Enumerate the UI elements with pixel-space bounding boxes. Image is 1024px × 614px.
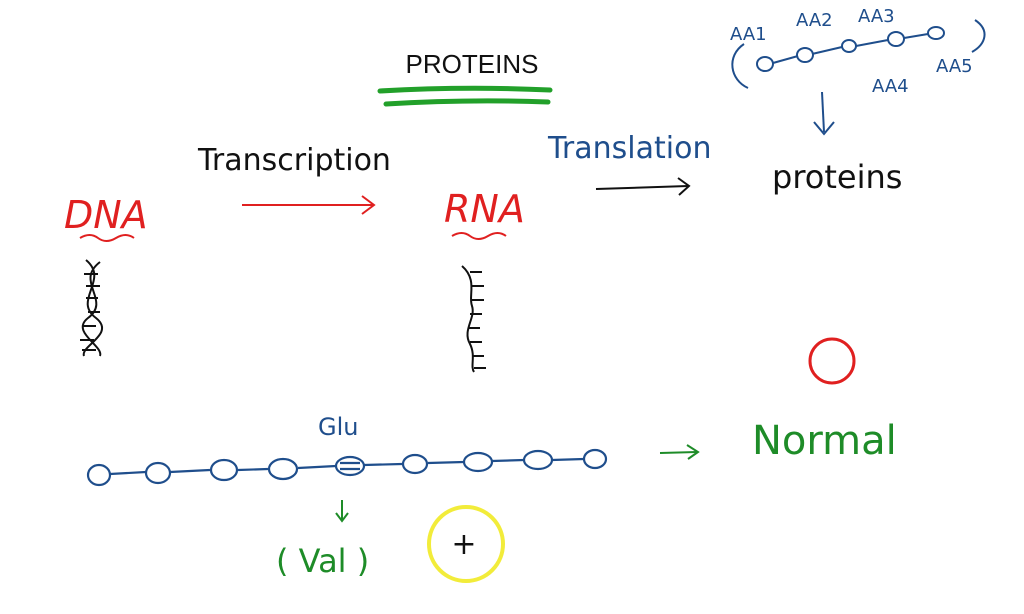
normal-label: Normal — [752, 418, 897, 464]
transcription-arrow — [242, 195, 376, 215]
normal-arrow — [659, 444, 700, 460]
dna-helix-icon — [80, 259, 104, 357]
aa5-label: AA5 — [936, 56, 973, 77]
glu-label: Glu — [318, 413, 358, 441]
aa4-label: AA4 — [872, 76, 909, 97]
amino-acid-labels: AA1 AA2 AA3 AA4 AA5 — [730, 6, 973, 97]
aa3-label: AA3 — [858, 6, 895, 27]
normal-cell-icon — [808, 337, 856, 385]
val-arrow — [335, 500, 349, 523]
translation-arrow — [595, 177, 691, 196]
cursor-crosshair-icon: + — [451, 527, 476, 562]
proteins-label: proteins — [772, 158, 902, 196]
title-underline-2 — [383, 98, 551, 107]
dna-label: DNA — [64, 193, 148, 237]
transcription-label: Transcription — [197, 143, 391, 178]
rna-underline — [451, 232, 507, 240]
val-label: ( Val ) — [276, 542, 369, 580]
aa1-label: AA1 — [730, 24, 767, 45]
cursor-highlight — [427, 505, 505, 583]
bottom-amino-acid-chain — [86, 448, 608, 487]
title-underline-1 — [377, 85, 553, 94]
glu-residue — [334, 455, 366, 477]
chain-to-proteins-arrow — [813, 91, 835, 136]
dna-underline — [79, 234, 135, 242]
aa2-label: AA2 — [796, 10, 833, 31]
rna-strand-icon — [461, 265, 486, 373]
rna-label: RNA — [444, 187, 525, 231]
translation-label: Translation — [547, 131, 711, 166]
page-title: PROTEINS — [406, 49, 539, 79]
amino-acid-chain — [731, 19, 986, 89]
